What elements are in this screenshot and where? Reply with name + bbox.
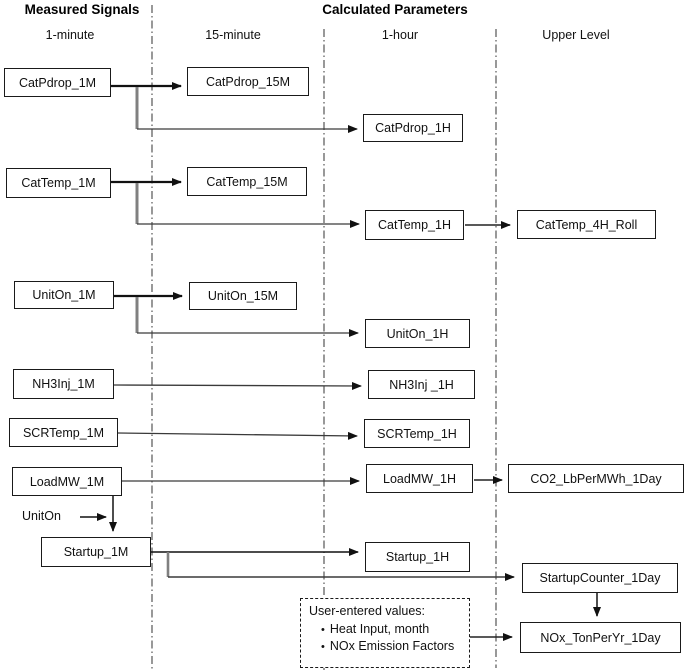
- column-header-1-hour: 1-hour: [381, 28, 419, 42]
- node-cattemp-1h: CatTemp_1H: [365, 210, 464, 240]
- node-nh3inj-1h: NH3Inj _1H: [368, 370, 475, 399]
- user-entered-values-box: User-entered values: •Heat Input, month …: [300, 598, 470, 668]
- user-entered-title: User-entered values:: [309, 604, 426, 618]
- user-entered-item-heat-input: • Heat Input, month: [321, 622, 463, 636]
- heading-measured-signals: Measured Signals: [24, 2, 140, 17]
- node-catpdrop-1h: CatPdrop_1H: [363, 114, 463, 142]
- arrow-nh3inj-1m-to-1h: [113, 381, 362, 390]
- column-header-upper-level: Upper Level: [542, 28, 610, 42]
- label-uniton-input: UnitOn: [22, 509, 61, 523]
- node-uniton-1h: UnitOn_1H: [365, 319, 470, 348]
- node-co2-lbpermwh-1day: CO2_LbPerMWh_1Day: [508, 464, 684, 493]
- node-cattemp-4h-roll: CatTemp_4H_Roll: [517, 210, 656, 239]
- node-cattemp-1m: CatTemp_1M: [6, 168, 111, 198]
- column-header-1-minute: 1-minute: [45, 28, 95, 42]
- arrow-scrtemp-1m-to-1h: [117, 431, 358, 440]
- node-loadmw-1m: LoadMW_1M: [12, 467, 122, 496]
- heading-calculated-parameters: Calculated Parameters: [322, 2, 468, 17]
- node-startup-1m: Startup_1M: [41, 537, 151, 567]
- bullet-icon: •: [321, 624, 325, 636]
- node-startup-1h: Startup_1H: [365, 542, 470, 572]
- user-entered-item-text: NOx Emission Factors: [329, 639, 455, 653]
- column-header-15-minute: 15-minute: [205, 28, 261, 42]
- user-entered-item-nox-factors: • NOx Emission Factors: [321, 639, 463, 653]
- node-nh3inj-1m: NH3Inj_1M: [13, 369, 114, 399]
- node-uniton-15m: UnitOn_15M: [189, 282, 297, 310]
- node-startupcounter-1day: StartupCounter_1Day: [522, 563, 678, 593]
- node-cattemp-15m: CatTemp_15M: [187, 167, 307, 196]
- node-catpdrop-1m: CatPdrop_1M: [4, 68, 111, 97]
- node-loadmw-1h: LoadMW_1H: [366, 464, 473, 493]
- node-catpdrop-15m: CatPdrop_15M: [187, 67, 309, 96]
- node-scrtemp-1h: SCRTemp_1H: [364, 419, 470, 448]
- user-entered-item-text: Heat Input, month: [329, 622, 430, 636]
- node-scrtemp-1m: SCRTemp_1M: [9, 418, 118, 447]
- node-uniton-1m: UnitOn_1M: [14, 281, 114, 309]
- node-nox-tonperyr-1day: NOx_TonPerYr_1Day: [520, 622, 681, 653]
- bullet-icon: •: [321, 641, 325, 653]
